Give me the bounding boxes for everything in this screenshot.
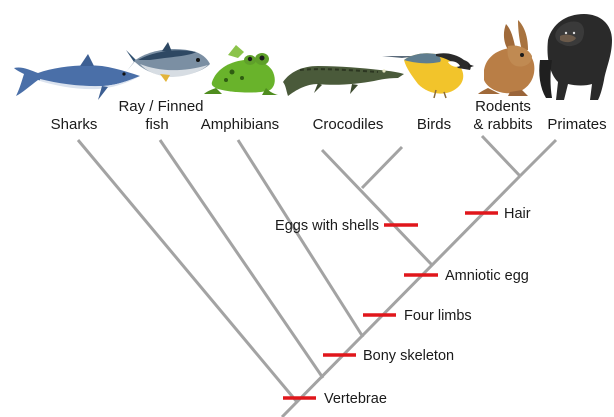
rabbit-icon — [478, 20, 534, 96]
taxon-label-primates: Primates — [547, 116, 606, 133]
branch-amphibians — [238, 140, 363, 337]
taxon-label-rayfin-line1: Ray / Finned — [118, 98, 203, 115]
branch-primates — [520, 140, 556, 176]
taxon-label-rodents-line1: Rodents — [475, 98, 531, 115]
shark-icon — [14, 54, 140, 100]
taxon-label-amphibians: Amphibians — [201, 116, 279, 133]
chimpanzee-icon — [539, 14, 612, 100]
trait-label-four-limbs: Four limbs — [404, 308, 472, 324]
taxon-label-rayfin-line2: fish — [145, 116, 168, 133]
trait-label-hair: Hair — [504, 206, 531, 222]
taxon-label-sharks: Sharks — [51, 116, 98, 133]
taxon-label-crocodiles: Crocodiles — [313, 116, 384, 133]
trait-label-bony-skeleton: Bony skeleton — [363, 348, 454, 364]
trait-label-vertebrae: Vertebrae — [324, 391, 387, 407]
taxon-label-rodents-line2: & rabbits — [473, 116, 532, 133]
taxon-label-birds: Birds — [417, 116, 451, 133]
branch-rayfin — [160, 140, 323, 378]
frog-icon — [204, 45, 278, 95]
trait-label-eggs-with-shells: Eggs with shells — [275, 218, 379, 234]
branch-birds — [362, 147, 402, 188]
crocodile-icon — [283, 66, 404, 96]
branch-rodents — [482, 136, 520, 176]
branch-reptile-clade — [322, 150, 432, 265]
trait-label-amniotic-egg: Amniotic egg — [445, 268, 529, 284]
